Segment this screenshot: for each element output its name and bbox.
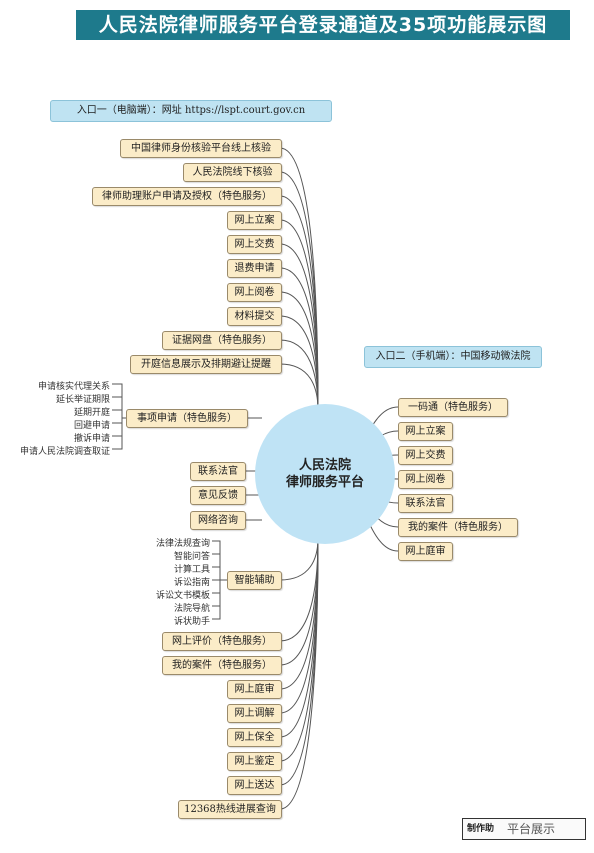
entry-mobile-label: 入口二（手机端）：中国移动微法院 [364,346,542,368]
connector-smart-2 [212,566,227,581]
left-item-3: 网上立案 [227,211,282,230]
connector-left-20 [279,537,319,762]
left-item-8: 证据网盘（特色服务） [162,331,282,350]
left-item-1: 人民法院线下核验 [183,163,282,182]
left-item-10: 事项申请（特色服务） [126,409,248,428]
left-item-9: 开庭信息展示及排期避让提醒 [130,355,282,374]
connector-matters-0 [112,383,126,419]
matters-sub-1: 延长举证期限 [55,395,110,405]
left-item-11: 联系法官 [190,462,246,481]
left-item-13: 网络咨询 [190,511,246,530]
left-item-15: 网上评价（特色服务） [162,632,282,651]
connector-left-7 [279,315,319,411]
smart-sub-0: 法律法规查询 [155,539,210,549]
center-line1: 人民法院 [298,458,351,473]
left-item-4: 网上交费 [227,235,282,254]
matters-sub-3: 回避申请 [73,421,110,431]
left-item-21: 网上送达 [227,776,282,795]
connector-matters-1 [112,396,126,419]
left-item-22: 12368热线进展查询 [178,800,282,819]
connector-left-8 [279,339,319,411]
right-item-1: 网上立案 [398,422,453,441]
footer-credit: 制作助 平台展示 [462,818,586,840]
footer-watermark: 平台展示 [507,822,556,836]
connector-smart-6 [212,579,227,620]
left-item-5: 退费申请 [227,259,282,278]
connector-matters-2 [112,409,126,419]
right-item-5: 我的案件（特色服务） [398,518,518,537]
matters-sub-2: 延期开庭 [73,408,110,418]
smart-sub-2: 计算工具 [173,565,210,575]
page-title: 人民法院律师服务平台登录通道及35项功能展示图 [76,10,570,40]
right-item-0: 一码通（特色服务） [398,398,508,417]
smart-sub-3: 诉讼指南 [173,578,210,588]
smart-sub-6: 诉状助手 [173,617,210,627]
smart-sub-4: 诉讼文书模板 [155,591,210,601]
connector-matters-3 [112,417,126,424]
right-item-4: 联系法官 [398,494,453,513]
matters-sub-0: 申请核实代理关系 [37,382,110,392]
left-item-19: 网上保全 [227,728,282,747]
entry-pc-label: 入口一（电脑端）：网址 https://lspt.court.gov.cn [50,100,332,122]
connector-left-9 [279,363,319,411]
matters-sub-4: 撤诉申请 [73,434,110,444]
connector-matters-5 [112,417,126,450]
matters-sub-5: 申请人民法院调查取证 [19,447,110,457]
left-item-12: 意见反馈 [190,486,246,505]
right-item-3: 网上阅卷 [398,470,453,489]
center-line2: 律师服务平台 [285,475,364,490]
connector-left-15 [279,537,319,642]
left-item-17: 网上庭审 [227,680,282,699]
left-item-2: 律师助理账户申请及授权（特色服务） [92,187,282,206]
left-item-16: 我的案件（特色服务） [162,656,282,675]
left-item-6: 网上阅卷 [227,283,282,302]
center-node: 人民法院 律师服务平台 [255,404,395,544]
footer-made-label: 制作助 [467,824,495,834]
connector-left-22 [279,537,319,810]
right-item-6: 网上庭审 [398,542,453,561]
connector-matters-4 [112,417,126,437]
left-item-20: 网上鉴定 [227,752,282,771]
left-item-0: 中国律师身份核验平台线上核验 [120,139,282,158]
right-item-2: 网上交费 [398,446,453,465]
left-item-14: 智能辅助 [227,571,282,590]
left-item-18: 网上调解 [227,704,282,723]
left-item-7: 材料提交 [227,307,282,326]
connector-left-14 [279,537,319,581]
smart-sub-5: 法院导航 [173,604,210,614]
smart-sub-1: 智能问答 [173,552,210,562]
